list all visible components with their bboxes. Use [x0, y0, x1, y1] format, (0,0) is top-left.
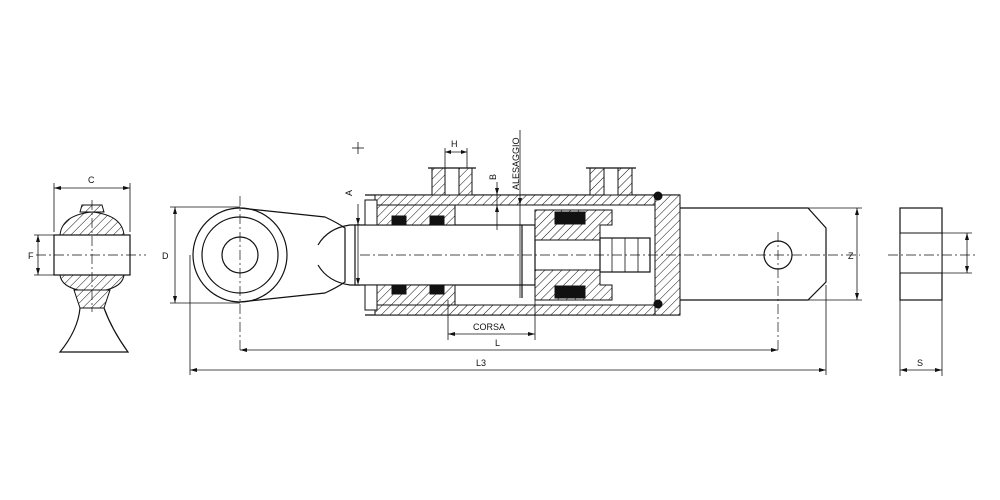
- dimension-label-a: A: [344, 190, 354, 196]
- dimension-d: D: [162, 206, 240, 304]
- dimension-label-corsa: CORSA: [473, 322, 505, 332]
- port-rod-side: [428, 167, 476, 196]
- dimension-corsa: CORSA: [447, 300, 536, 340]
- dimension-alesaggio: ALESAGGIO: [511, 130, 522, 298]
- dimension-h: H: [444, 139, 468, 168]
- dimension-label-f: F: [28, 251, 34, 261]
- rear-clevis: [680, 207, 827, 352]
- dimension-label-b: B: [488, 174, 498, 180]
- dimension-label-l3: L3: [476, 358, 486, 368]
- cylinder-body: [360, 191, 860, 316]
- dimension-l3: L3: [189, 255, 827, 375]
- dimension-label-c: C: [88, 175, 95, 185]
- dimension-a: A: [344, 190, 360, 285]
- crosshair-icon: [352, 142, 364, 154]
- dimension-l: L: [240, 338, 778, 352]
- rod-eye: [192, 196, 360, 352]
- dimension-label-z: Z: [848, 251, 854, 261]
- rod-eye-side-view: [36, 200, 146, 353]
- port-cap-side: [586, 167, 636, 196]
- dimension-s: S: [899, 300, 943, 376]
- dimension-pin: [942, 232, 972, 274]
- dimension-c: C: [53, 175, 131, 232]
- dimension-label-h: H: [451, 139, 458, 149]
- dimension-label-l: L: [495, 338, 500, 348]
- dimension-f: F: [28, 234, 58, 276]
- dimension-label-alesaggio: ALESAGGIO: [511, 137, 521, 190]
- dimension-z: Z: [808, 207, 862, 301]
- clevis-side-view: [888, 207, 975, 301]
- dimension-label-s: S: [917, 358, 923, 368]
- dimension-label-d: D: [162, 251, 169, 261]
- dimension-b: B: [488, 174, 499, 230]
